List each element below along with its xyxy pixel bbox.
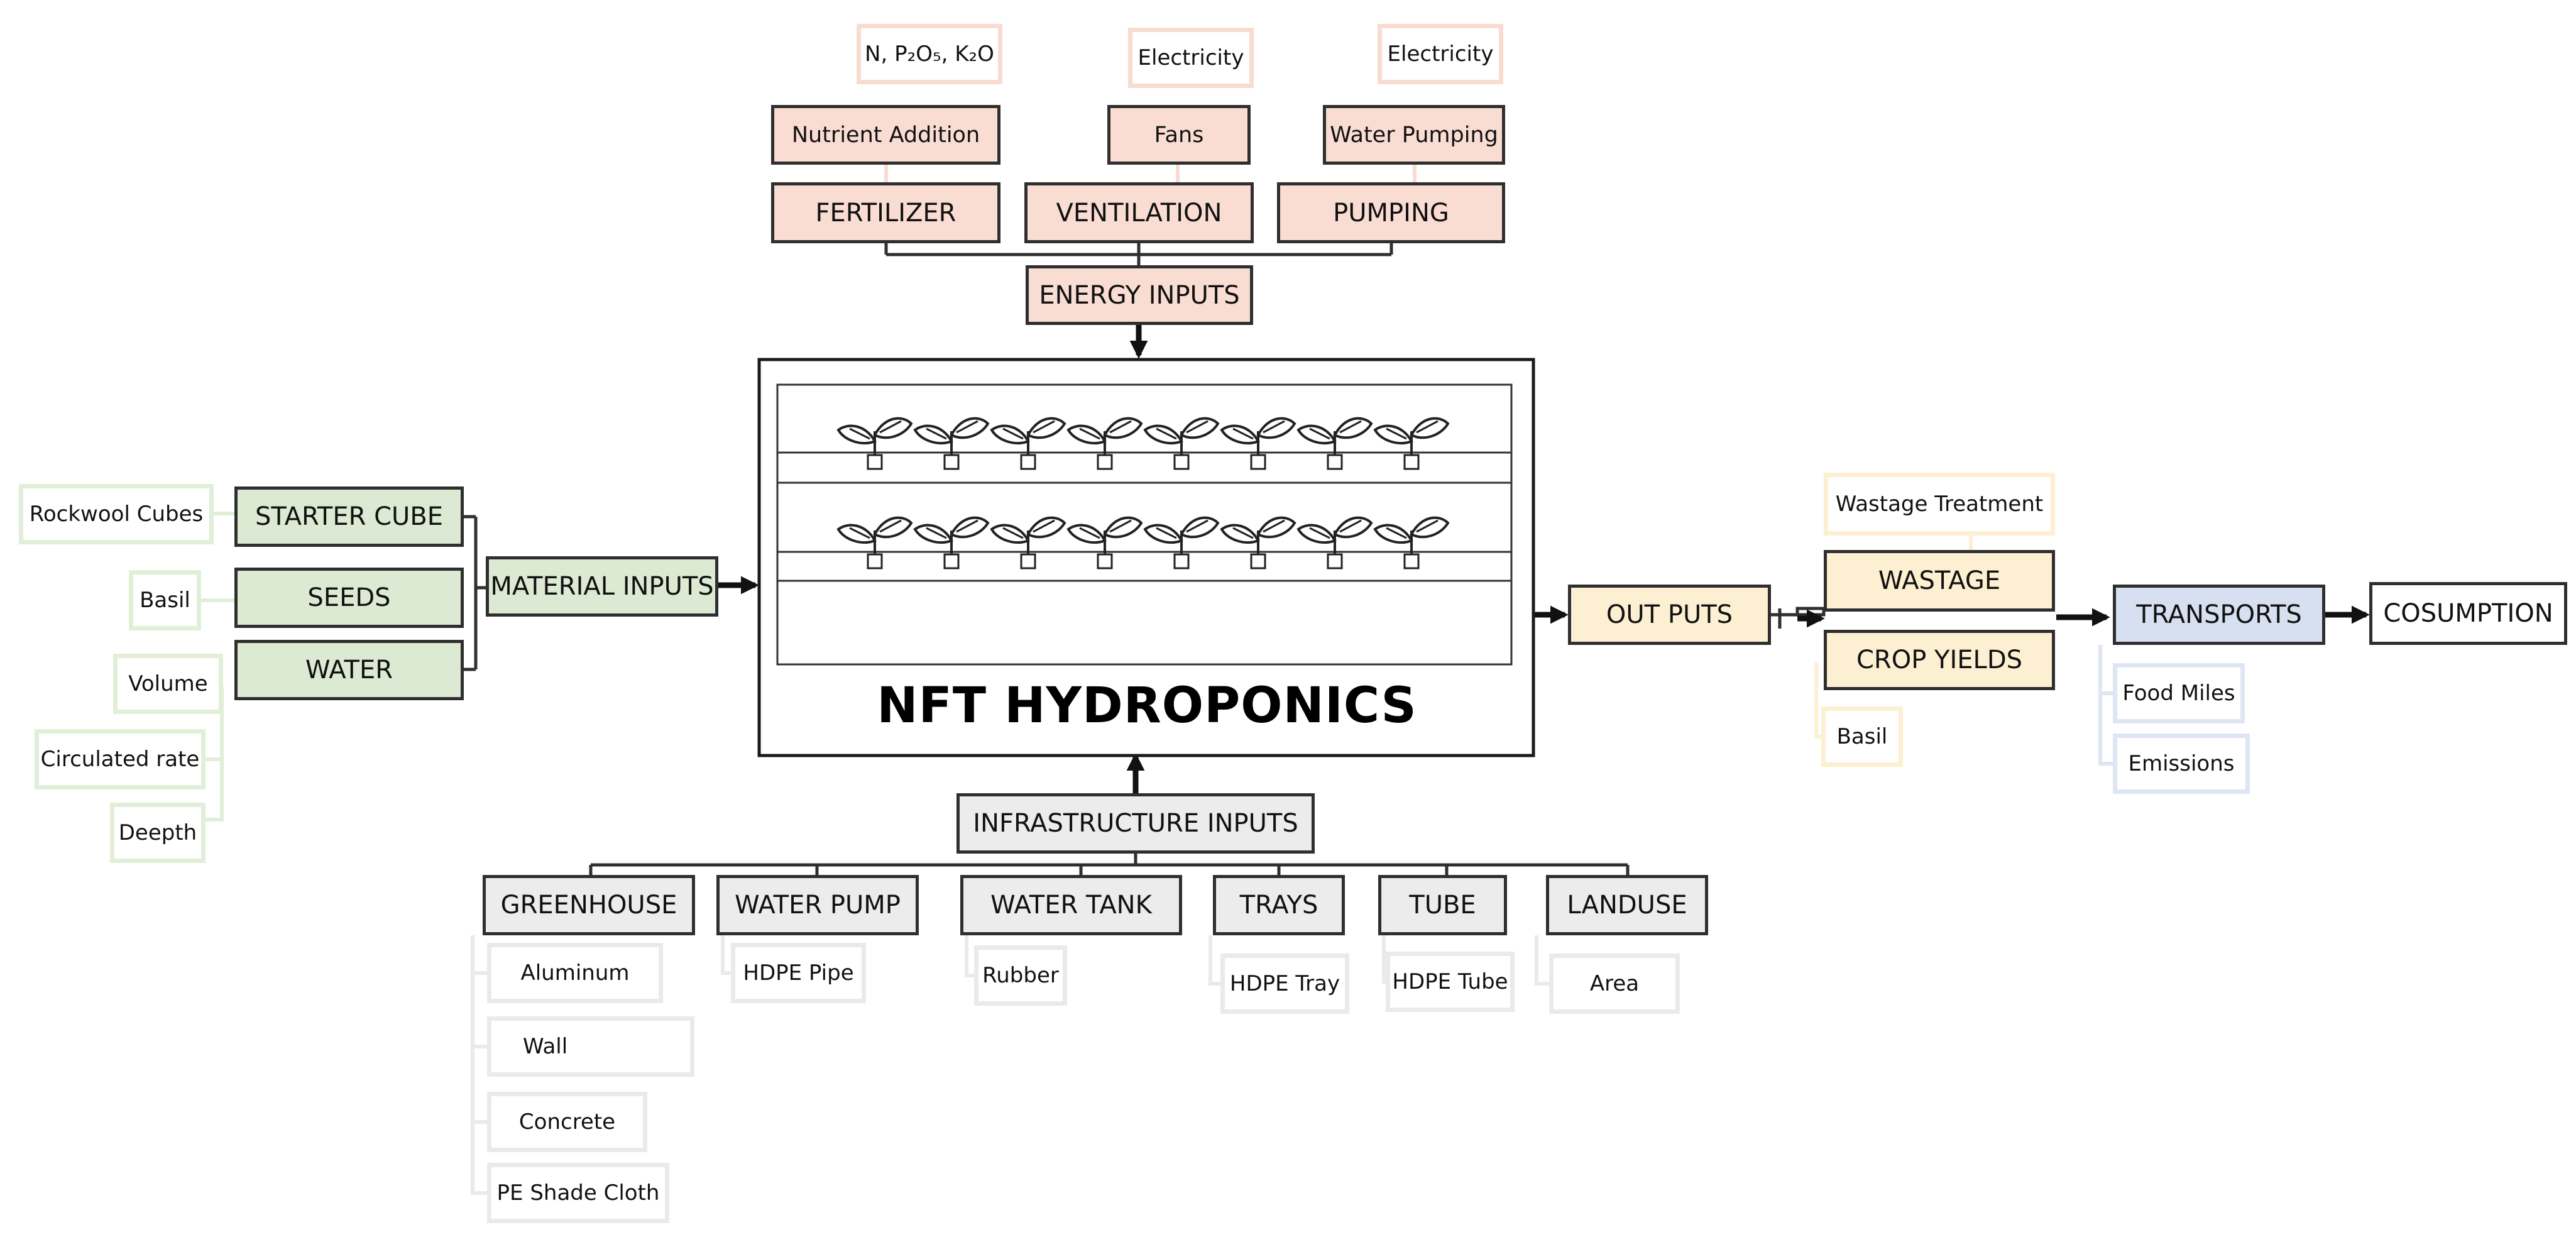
- ventilation-source: Electricity: [1128, 28, 1254, 88]
- energy-tree-lines: [884, 243, 1393, 267]
- water-depth-box: Deepth: [110, 803, 206, 863]
- crop-yields-basil-box: Basil: [1821, 706, 1903, 767]
- ventilation-process: Fans: [1107, 105, 1251, 165]
- fertilizer-source: N, P₂O₅, K₂O: [857, 24, 1002, 84]
- transport-detail-links: [2098, 645, 2113, 766]
- water-box: WATER: [234, 640, 464, 700]
- tube-box: TUBE: [1378, 875, 1507, 935]
- water-pump-hdpe-pipe-box: HDPE Pipe: [731, 943, 866, 1003]
- seeds-box: SEEDS: [234, 568, 464, 628]
- consumption-box: COSUMPTION: [2369, 582, 2567, 645]
- water-circulated-rate-box: Circulated rate: [35, 729, 206, 789]
- pumping-process: Water Pumping: [1323, 105, 1505, 165]
- landuse-area-box: Area: [1549, 954, 1680, 1014]
- emissions-box: Emissions: [2113, 734, 2250, 794]
- greenhouse-aluminum-box: Aluminum: [487, 943, 663, 1003]
- trays-hdpe-tray-box: HDPE Tray: [1220, 954, 1349, 1014]
- energy-detail-links: [884, 163, 1417, 182]
- nft-hydroponics-title: NFT HYDROPONICS: [877, 678, 1417, 734]
- infrastructure-tree-lines: [589, 854, 1630, 875]
- starter-cube-box: STARTER CUBE: [234, 487, 464, 547]
- greenhouse-box: GREENHOUSE: [483, 875, 695, 935]
- water-volume-box: Volume: [113, 654, 223, 714]
- fertilizer-process: Nutrient Addition: [771, 105, 1000, 165]
- crop-yields-box: CROP YIELDS: [1824, 630, 2055, 690]
- infrastructure-detail-links: [471, 935, 1549, 1195]
- nft-channel-rack: [776, 383, 1513, 666]
- tube-hdpe-tube-box: HDPE Tube: [1386, 952, 1515, 1012]
- wastage-treatment-box: Wastage Treatment: [1824, 473, 2055, 536]
- infrastructure-inputs-box: INFRASTRUCTURE INPUTS: [956, 793, 1315, 854]
- food-miles-box: Food Miles: [2113, 663, 2245, 723]
- basil-seed-box: Basil: [129, 570, 201, 630]
- transports-box: TRANSPORTS: [2113, 585, 2325, 645]
- material-detail-links: [200, 512, 234, 822]
- rockwool-cubes-box: Rockwool Cubes: [19, 484, 214, 544]
- greenhouse-wall-box: Wall: [487, 1016, 694, 1077]
- water-tank-box: WATER TANK: [960, 875, 1182, 935]
- pumping-source: Electricity: [1378, 24, 1503, 84]
- water-tank-rubber-box: Rubber: [974, 945, 1067, 1006]
- trays-box: TRAYS: [1213, 875, 1345, 935]
- material-tree-lines: [464, 515, 486, 671]
- landuse-box: LANDUSE: [1546, 875, 1708, 935]
- outputs-box: OUT PUTS: [1568, 585, 1771, 645]
- water-pump-box: WATER PUMP: [716, 875, 919, 935]
- wastage-box: WASTAGE: [1824, 550, 2055, 612]
- greenhouse-pe-shade-cloth-box: PE Shade Cloth: [487, 1163, 669, 1223]
- material-inputs-box: MATERIAL INPUTS: [486, 556, 718, 617]
- pumping-box: PUMPING: [1277, 182, 1505, 243]
- ventilation-box: VENTILATION: [1024, 182, 1254, 243]
- energy-inputs-box: ENERGY INPUTS: [1026, 265, 1253, 325]
- fertilizer-box: FERTILIZER: [771, 182, 1000, 243]
- greenhouse-concrete-box: Concrete: [487, 1092, 647, 1152]
